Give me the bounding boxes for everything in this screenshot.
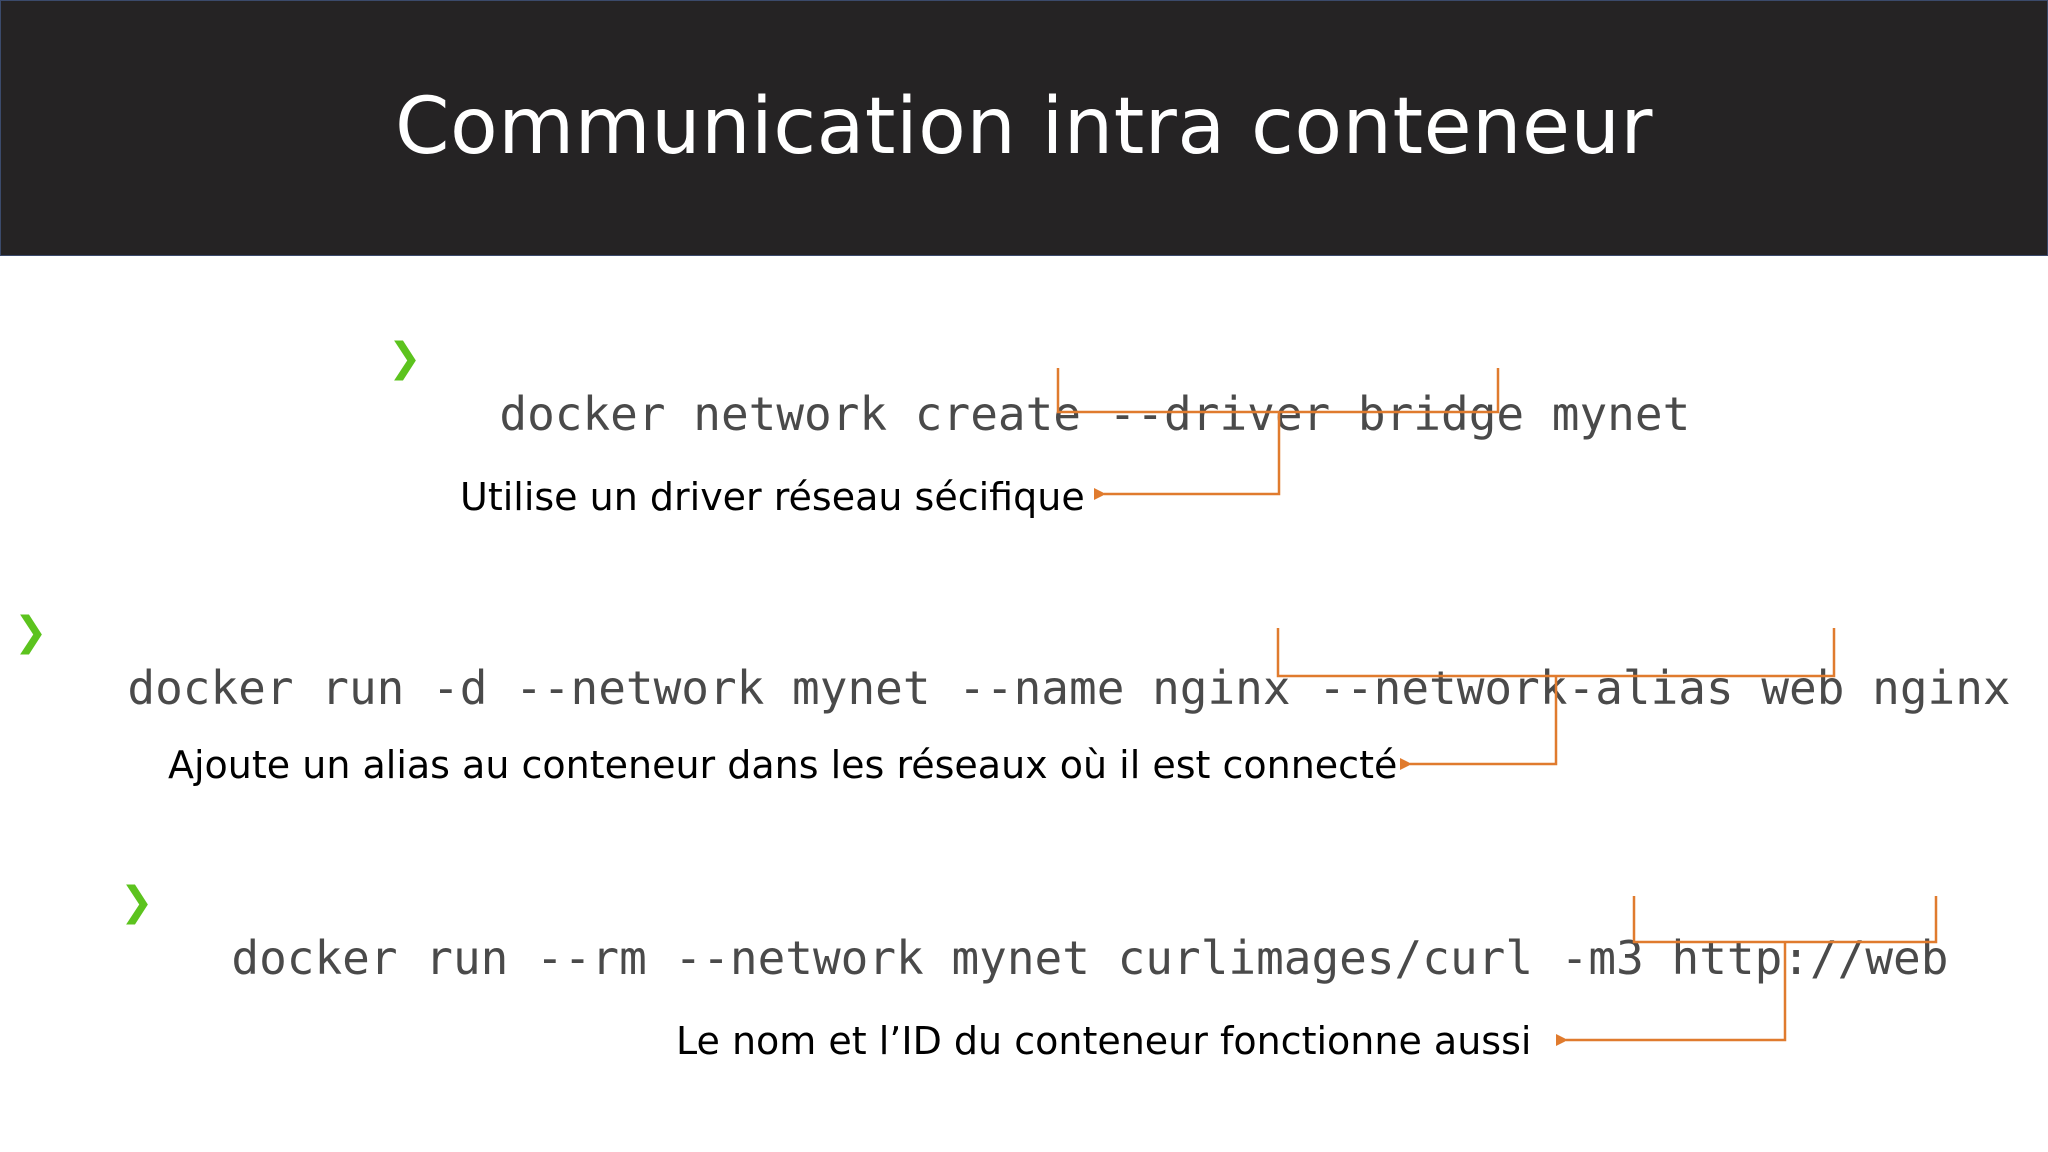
annotation-note-1: Utilise un driver réseau sécifique xyxy=(460,475,1085,519)
annotation-note-2: Ajoute un alias au conteneur dans les ré… xyxy=(168,743,1398,787)
slide-title: Communication intra conteneur xyxy=(395,82,1653,172)
prompt-icon: ❯ xyxy=(14,609,48,655)
annotation-note-3: Le nom et l’ID du conteneur fonctionne a… xyxy=(676,1019,1532,1063)
command-highlight: --driver bridge xyxy=(1108,387,1525,441)
prompt-icon: ❯ xyxy=(388,335,422,381)
command-line-1: docker network create --driver bridge my… xyxy=(444,330,1690,442)
command-text: nginx xyxy=(1844,661,2011,715)
command-line-3: docker run --rm --network mynet curlimag… xyxy=(176,874,1948,986)
command-line-2: docker run -d --network mynet --name ngi… xyxy=(72,604,2011,716)
prompt-icon: ❯ xyxy=(120,879,154,925)
command-text: docker network create xyxy=(499,387,1109,441)
title-bar: Communication intra conteneur xyxy=(0,0,2048,256)
command-highlight: --network-alias web xyxy=(1318,661,1845,715)
command-text: mynet xyxy=(1524,387,1691,441)
command-text: docker run --rm --network mynet curlimag… xyxy=(231,931,1672,985)
command-text: docker run -d --network mynet --name ngi… xyxy=(127,661,1319,715)
command-highlight: http://web xyxy=(1671,931,1949,985)
